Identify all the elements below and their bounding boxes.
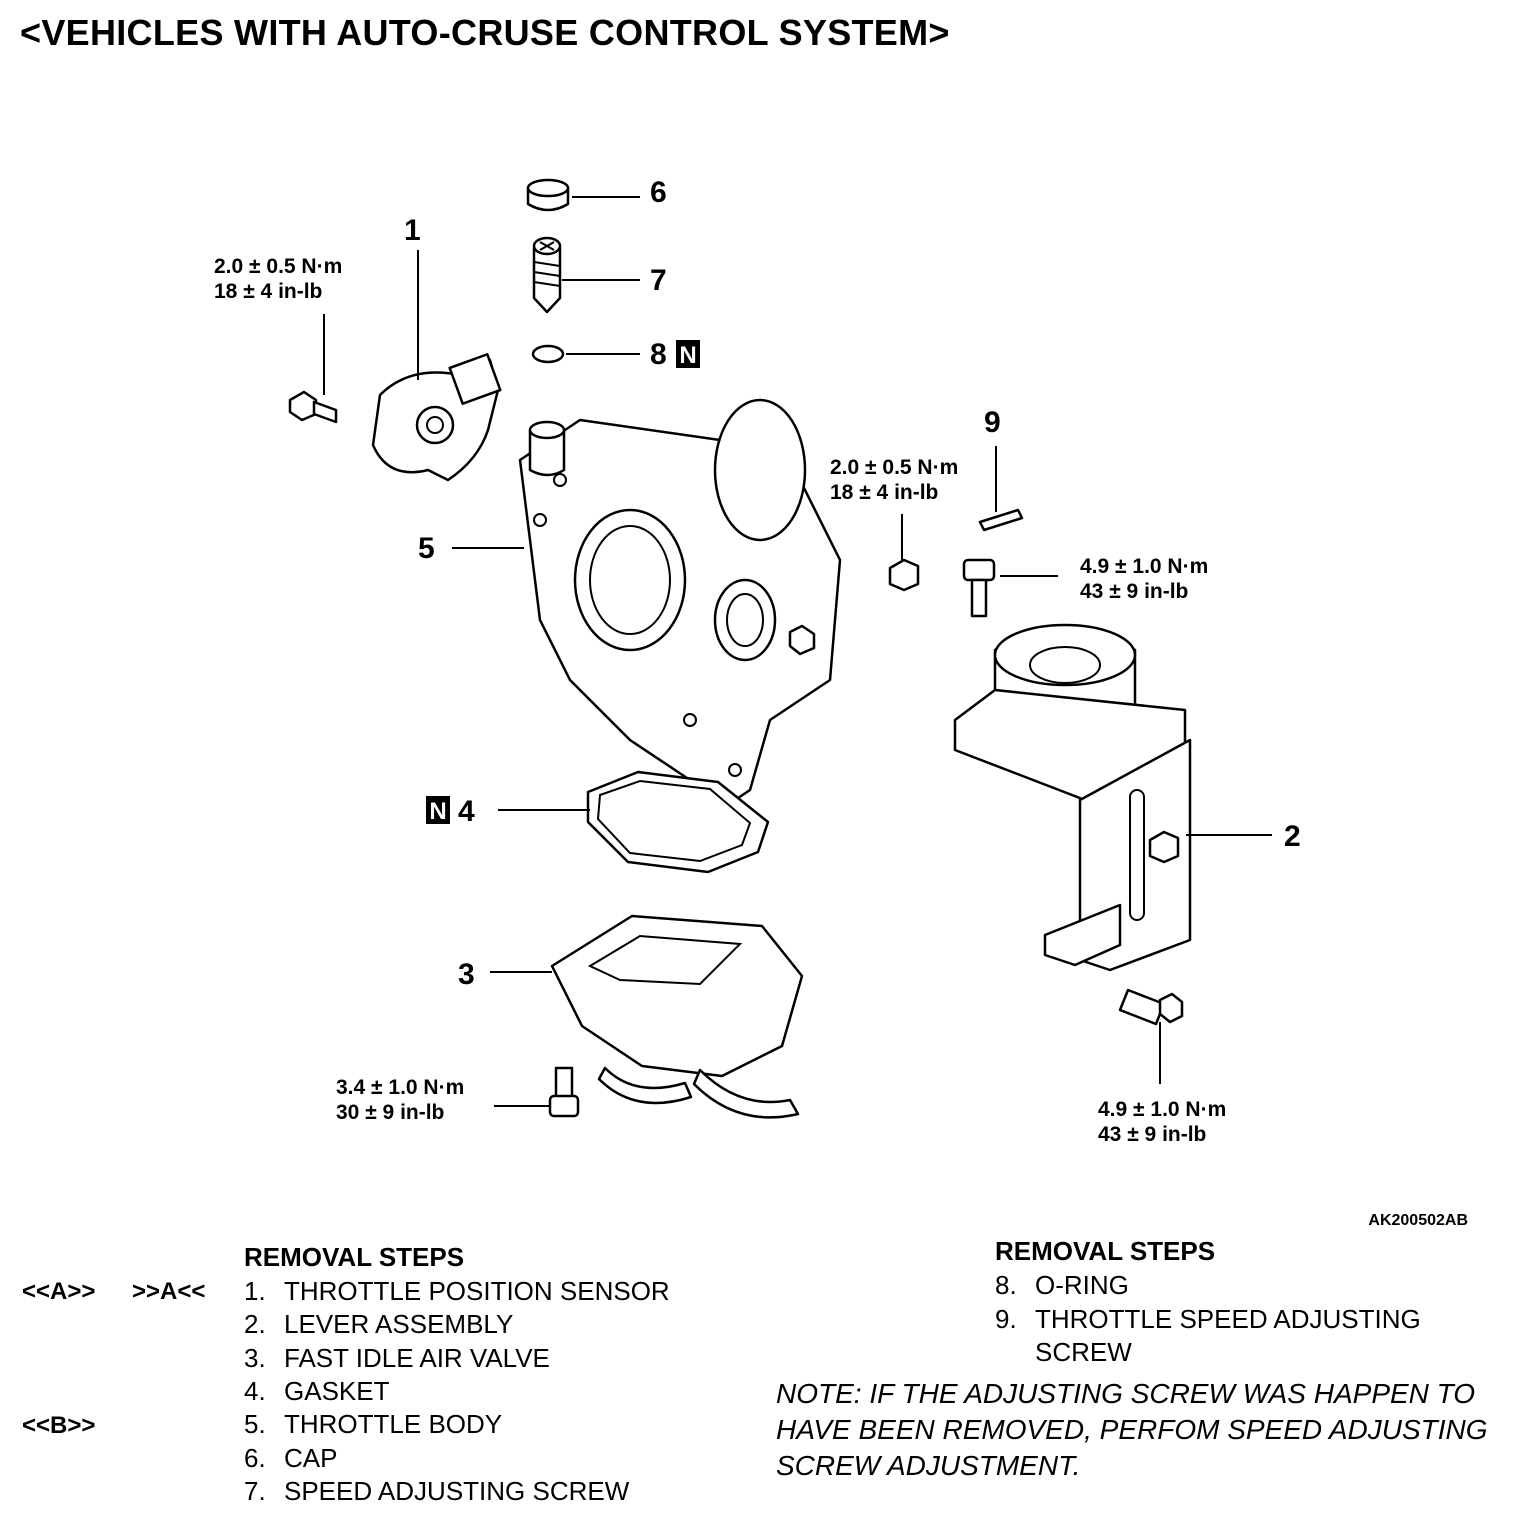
torque-sensor-nm: 2.0 ± 0.5 N·m xyxy=(214,255,342,278)
step-number: 1. xyxy=(244,1276,266,1306)
torque-sensor-inlb: 18 ± 4 in-lb xyxy=(214,280,322,303)
callout-4-group: N 4 xyxy=(426,795,475,828)
ref-b-removal: <<B>> xyxy=(22,1412,96,1439)
callout-8-group: 8 N xyxy=(650,338,700,371)
ref-a-install: >>A<< xyxy=(132,1278,206,1305)
gasket-part xyxy=(586,770,770,874)
throttle-body-part xyxy=(518,398,842,812)
o-ring-part xyxy=(531,344,565,364)
callout-9: 9 xyxy=(984,406,1001,439)
step-number: 2. xyxy=(244,1309,266,1339)
lever-bolt-upper xyxy=(962,558,996,618)
nut-part xyxy=(888,558,920,592)
callout-1: 1 xyxy=(404,214,421,247)
torque-valve-inlb: 30 ± 9 in-lb xyxy=(336,1101,444,1124)
ref-a-removal: <<A>> xyxy=(22,1278,96,1305)
step-number: 6. xyxy=(244,1443,266,1473)
step-text: THROTTLE BODY xyxy=(284,1409,503,1439)
step-number: 3. xyxy=(244,1343,266,1373)
new-part-mark: N xyxy=(679,342,696,369)
step-number: 7. xyxy=(244,1476,266,1506)
figure-code: AK200502AB xyxy=(1368,1212,1468,1229)
diagram-title: <VEHICLES WITH AUTO-CRUSE CONTROL SYSTEM… xyxy=(20,12,950,53)
torque-lever-lower-nm: 4.9 ± 1.0 N·m xyxy=(1098,1098,1226,1121)
step-text: FAST IDLE AIR VALVE xyxy=(284,1343,550,1373)
throttle-position-sensor-part xyxy=(371,353,502,482)
callout-4: 4 xyxy=(458,795,475,828)
step-8: 8. O-RING xyxy=(995,1270,1129,1301)
callout-5: 5 xyxy=(418,532,435,565)
step-text: LEVER ASSEMBLY xyxy=(284,1309,514,1339)
removal-steps-heading-right: REMOVAL STEPS xyxy=(995,1236,1216,1266)
callout-3: 3 xyxy=(458,958,475,991)
step-number: 4. xyxy=(244,1376,266,1406)
callout-7: 7 xyxy=(650,264,667,297)
step-text: GASKET xyxy=(284,1376,390,1406)
torque-lever-upper-inlb: 43 ± 9 in-lb xyxy=(1080,580,1188,603)
fast-idle-air-valve-part xyxy=(550,914,804,1119)
step-text: THROTTLE SPEED ADJUSTING xyxy=(1035,1304,1421,1334)
new-part-mark: N xyxy=(429,798,446,825)
step-2: 2. LEVER ASSEMBLY xyxy=(244,1309,513,1340)
step-text: SPEED ADJUSTING SCREW xyxy=(284,1476,630,1506)
step-4: 4. GASKET xyxy=(244,1376,389,1407)
cap-part xyxy=(526,178,570,212)
speed-adjusting-screw-part xyxy=(532,236,562,314)
lever-assembly-part xyxy=(953,623,1192,972)
step-number: 8. xyxy=(995,1270,1017,1300)
callout-8: 8 xyxy=(650,338,667,371)
exploded-parts-diagram: 1 2 3 N 4 5 6 7 8 N 9 2.0 ± 0.5 N·m 18 ±… xyxy=(214,176,1301,1146)
callout-2: 2 xyxy=(1284,820,1301,853)
torque-lever-lower-inlb: 43 ± 9 in-lb xyxy=(1098,1123,1206,1146)
torque-valve-nm: 3.4 ± 1.0 N·m xyxy=(336,1076,464,1099)
step-5: 5. THROTTLE BODY xyxy=(244,1409,502,1440)
step-1: 1. THROTTLE POSITION SENSOR xyxy=(244,1276,670,1307)
step-9-continued: SCREW xyxy=(1035,1337,1132,1367)
torque-nut-inlb: 18 ± 4 in-lb xyxy=(830,481,938,504)
callout-6: 6 xyxy=(650,176,667,209)
step-6: 6. CAP xyxy=(244,1443,337,1474)
step-7: 7. SPEED ADJUSTING SCREW xyxy=(244,1476,629,1507)
step-text: THROTTLE POSITION SENSOR xyxy=(284,1276,670,1306)
removal-steps-heading-left: REMOVAL STEPS xyxy=(244,1242,465,1272)
step-3: 3. FAST IDLE AIR VALVE xyxy=(244,1343,550,1374)
valve-screw xyxy=(548,1066,580,1118)
step-number: 5. xyxy=(244,1409,266,1439)
lever-bolt-lower xyxy=(1118,988,1184,1026)
step-text: CAP xyxy=(284,1443,338,1473)
throttle-speed-adjusting-screw-part xyxy=(978,508,1024,532)
torque-nut-nm: 2.0 ± 0.5 N·m xyxy=(830,456,958,479)
torque-lever-upper-nm: 4.9 ± 1.0 N·m xyxy=(1080,555,1208,578)
step-number: 9. xyxy=(995,1304,1017,1334)
sensor-bolt xyxy=(288,390,338,424)
adjustment-note: NOTE: IF THE ADJUSTING SCREW WAS HAPPEN … xyxy=(776,1378,1488,1481)
step-text: O-RING xyxy=(1035,1270,1129,1300)
step-9: 9. THROTTLE SPEED ADJUSTING xyxy=(995,1304,1421,1335)
